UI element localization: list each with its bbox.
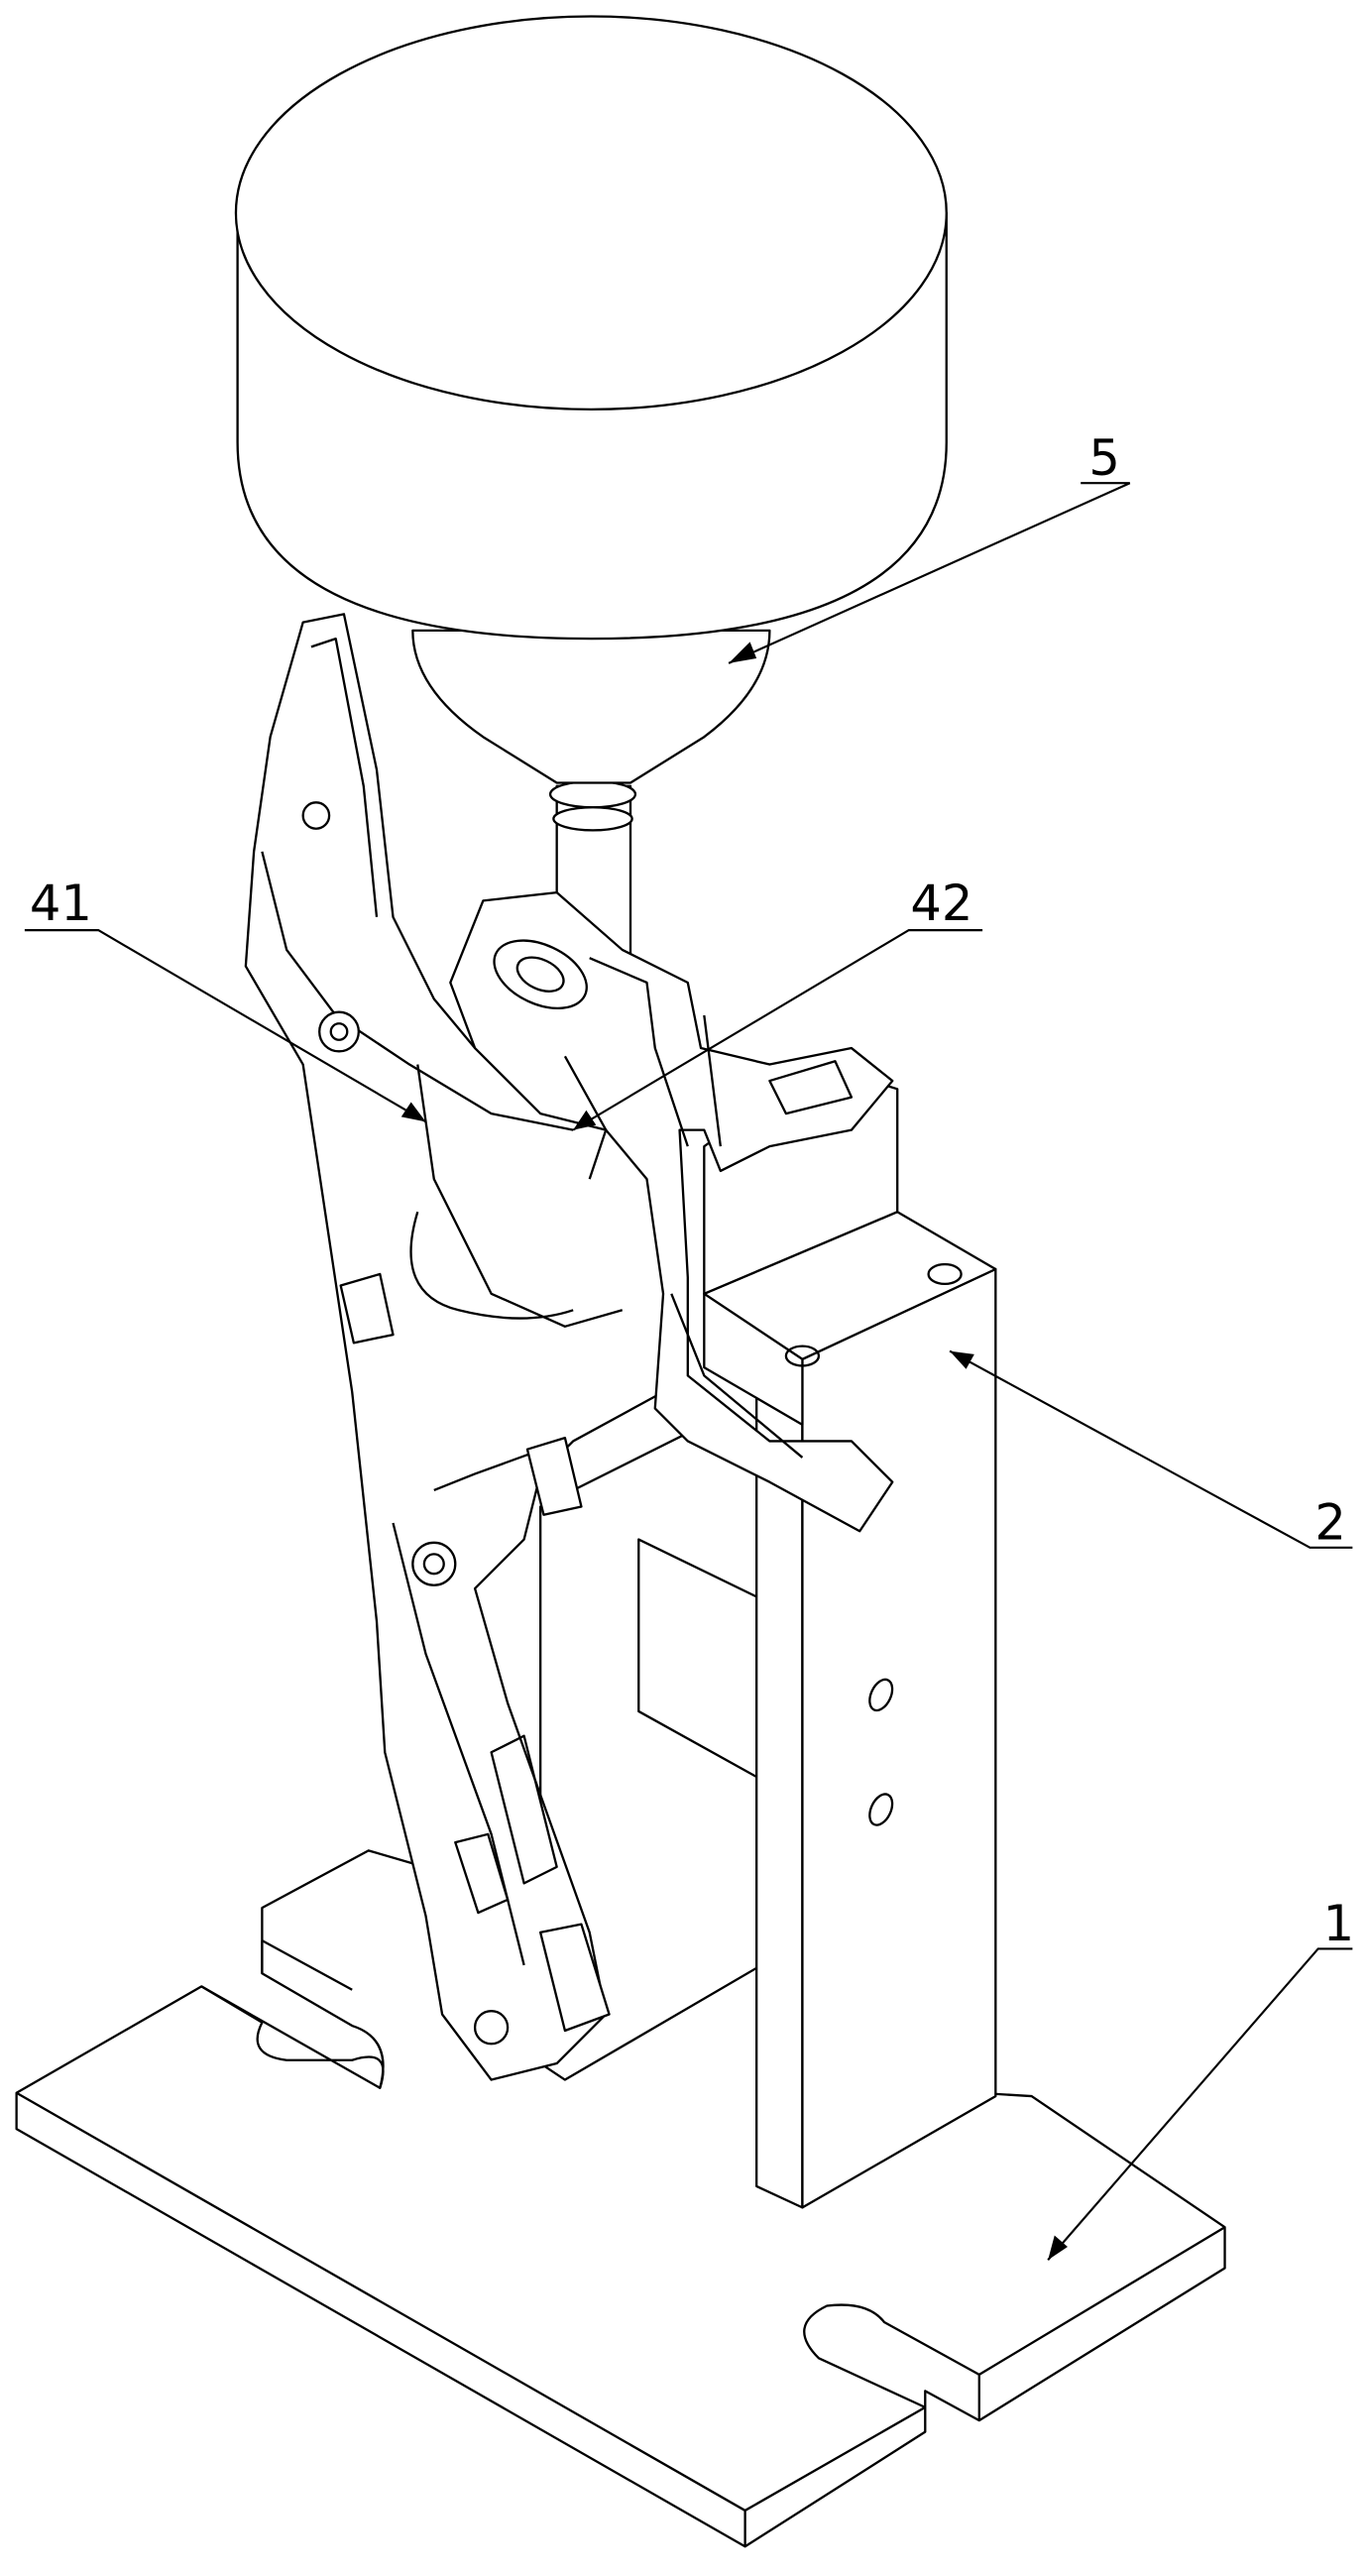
label-right-arm: 42 <box>910 875 972 932</box>
label-support-block: 2 <box>1314 1494 1346 1552</box>
label-base-plate: 1 <box>1323 1895 1355 1952</box>
label-left-arm: 41 <box>30 875 92 932</box>
label-hopper: 5 <box>1088 429 1120 487</box>
